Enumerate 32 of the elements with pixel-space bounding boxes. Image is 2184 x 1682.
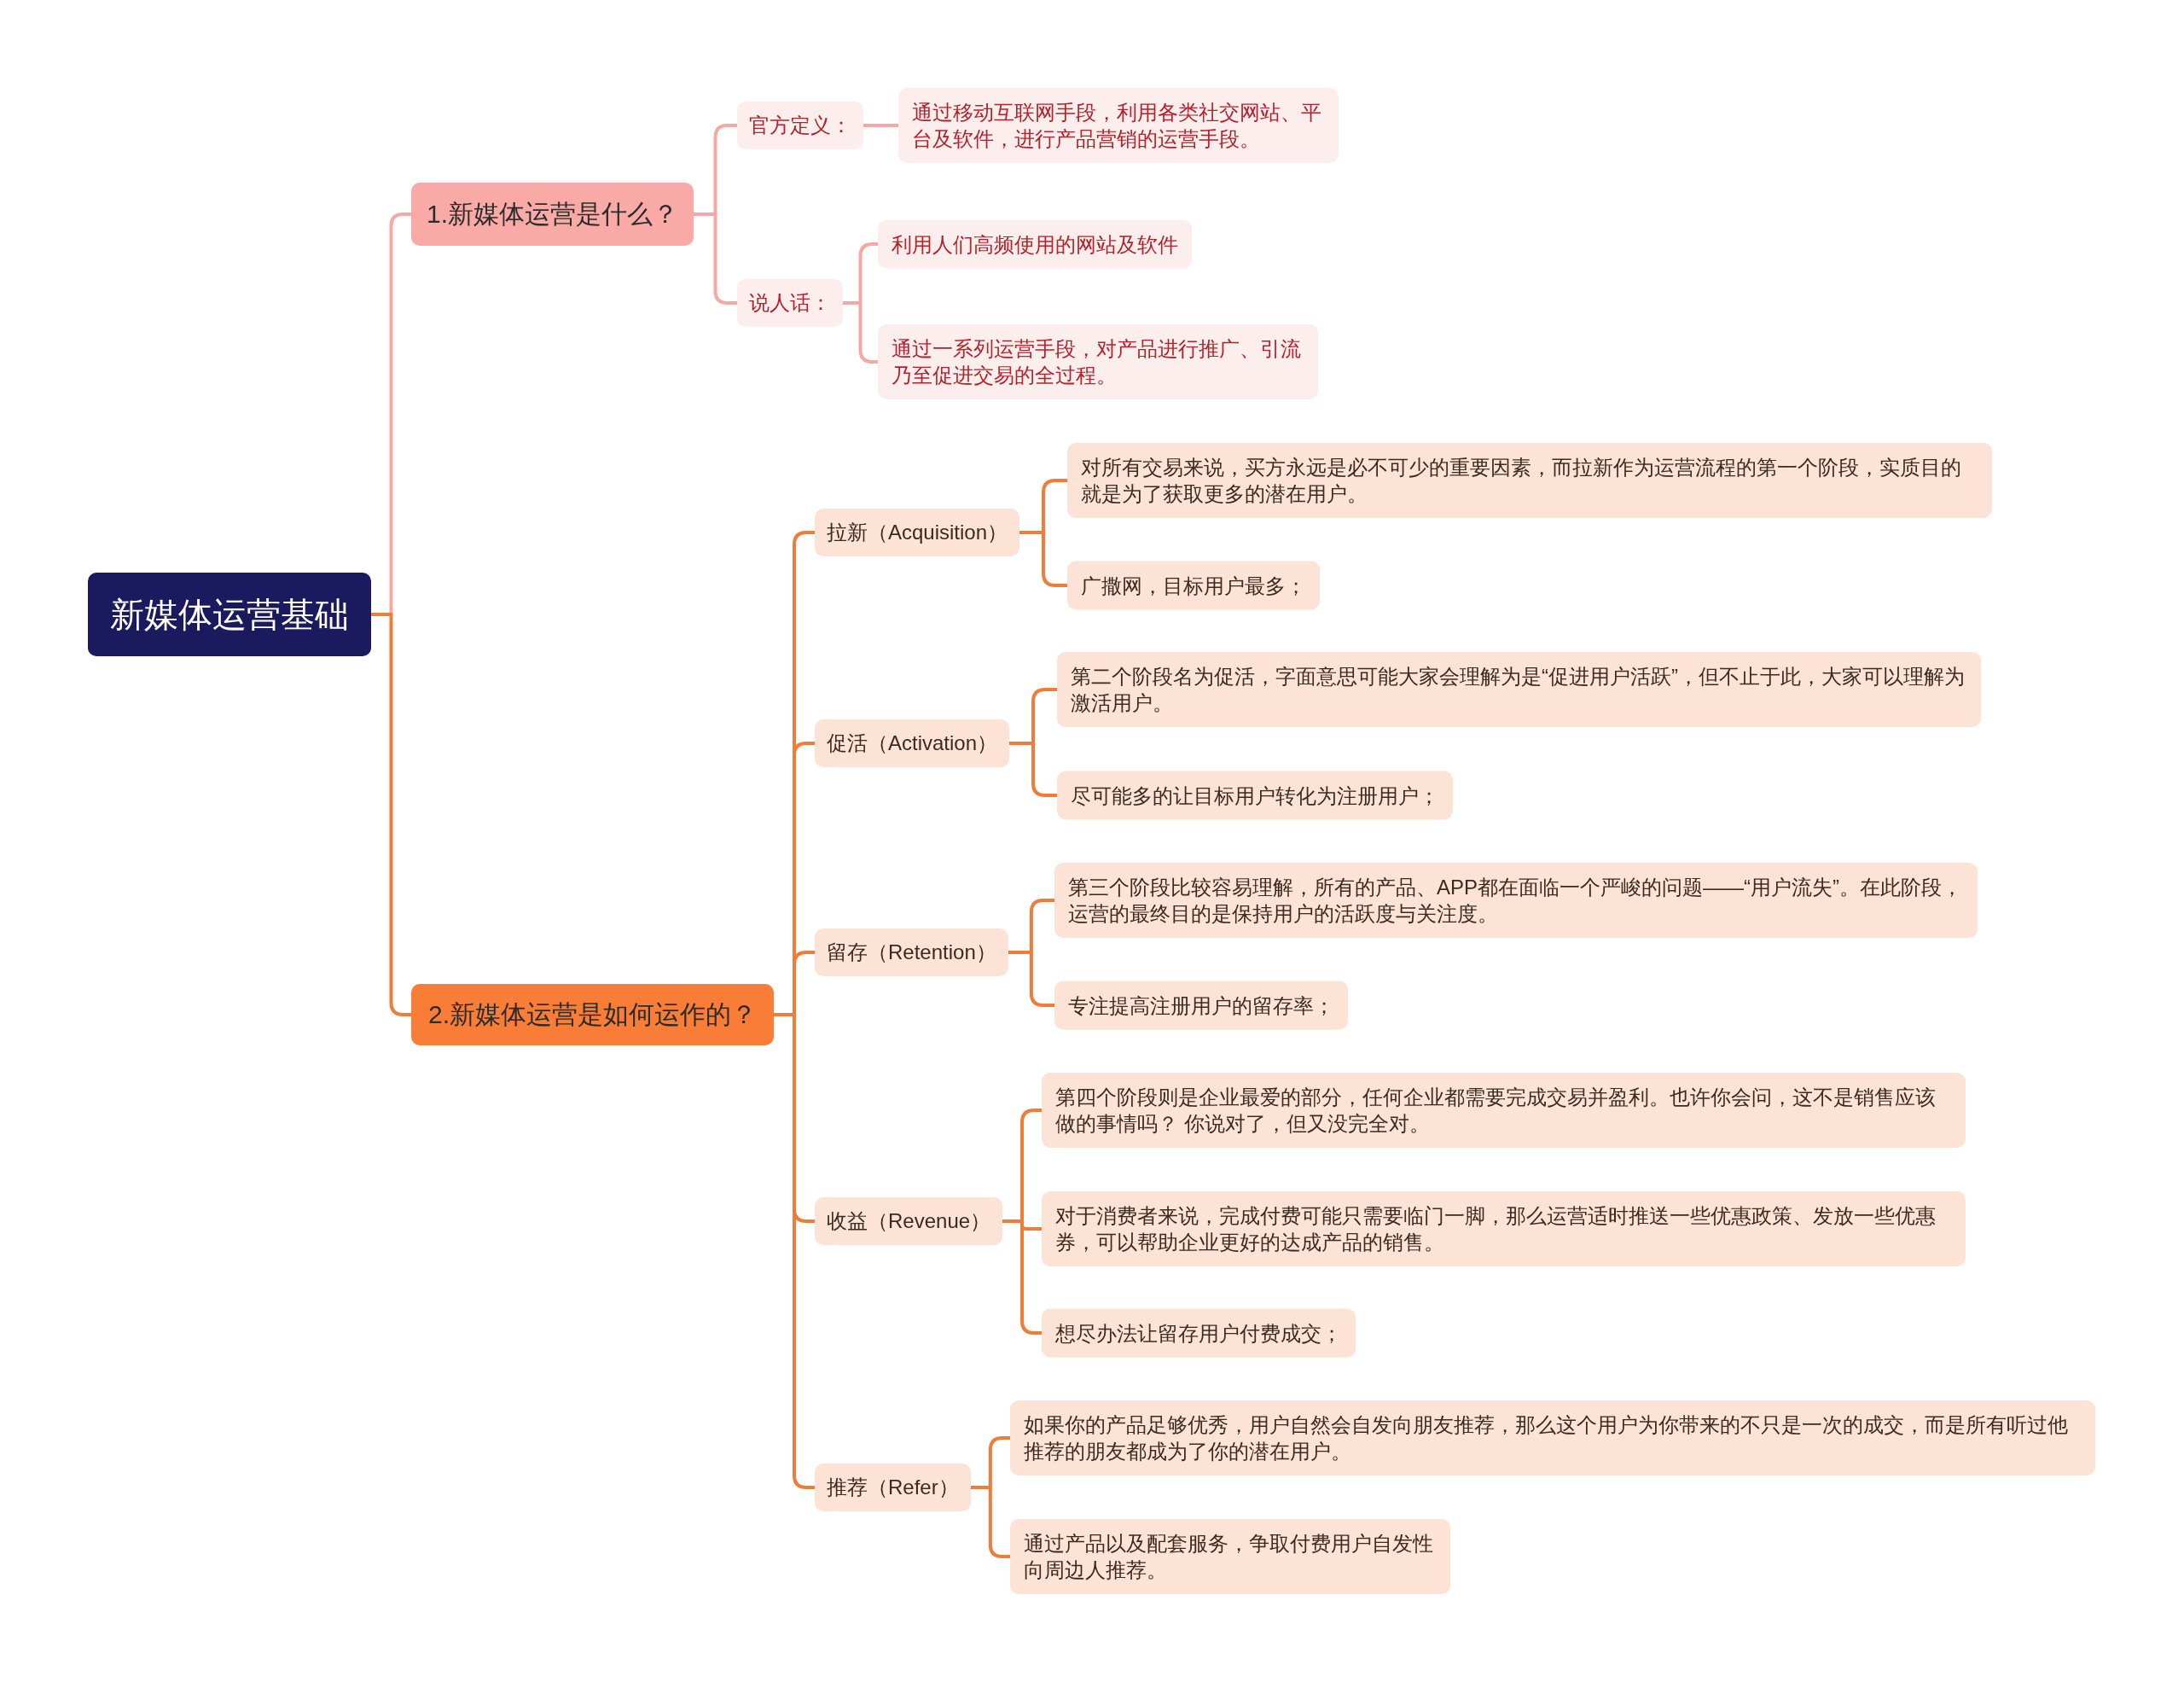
subtopic: 说人话：: [737, 279, 843, 327]
subtopic: 推荐（Refer）: [815, 1464, 971, 1511]
note-box: 通过一系列运营手段，对产品进行推广、引流乃至促进交易的全过程。: [878, 324, 1318, 399]
subtopic: 促活（Activation）: [815, 719, 1010, 767]
connector-line: [1009, 742, 1057, 797]
note-box: 通过移动互联网手段，利用各类社交网站、平台及软件，进行产品营销的运营手段。: [898, 88, 1339, 163]
connector-line: [863, 124, 898, 127]
note-box: 尽可能多的让目标用户转化为注册用户；: [1057, 771, 1453, 820]
connector-line: [843, 301, 878, 364]
main-topic: 1.新媒体运营是什么？: [411, 183, 694, 246]
subtopic: 拉新（Acquisition）: [815, 509, 1020, 556]
subtopic: 留存（Retention）: [815, 928, 1008, 976]
note-box: 第二个阶段名为促活，字面意思可能大家会理解为是“促进用户活跃”，但不止于此，大家可以理解为激活用户。: [1057, 652, 1981, 727]
note-box: 专注提高注册用户的留存率；: [1054, 981, 1348, 1030]
central-topic: 新媒体运营基础: [88, 573, 371, 656]
main-topic: 2.新媒体运营是如何运作的？: [411, 984, 775, 1045]
note-box: 利用人们高频使用的网站及软件: [878, 219, 1192, 269]
connector-line: [1008, 951, 1054, 1007]
connector-line: [694, 212, 737, 305]
subtopic: 收益（Revenue）: [815, 1197, 1003, 1245]
note-box: 第四个阶段则是企业最爱的部分，任何企业都需要完成交易并盈利。也许你会问，这不是销售应该做的事情吗？ 你说对了，但又没完全对。: [1042, 1073, 1966, 1148]
note-box: 对于消费者来说，完成付费可能只需要临门一脚，那么运营适时推送一些优惠政策、发放一些优惠券，可以帮助企业更好的达成产品的销售。: [1042, 1191, 1966, 1266]
note-box: 广撒网，目标用户最多；: [1067, 561, 1320, 610]
note-box: 对所有交易来说，买方永远是必不可少的重要因素，而拉新作为运营流程的第一个阶段，实质目的就是为了获取更多的潜在用户。: [1067, 443, 1992, 518]
connector-line: [371, 613, 411, 1016]
note-box: 想尽办法让留存用户付费成交；: [1042, 1308, 1356, 1358]
connector-line: [1019, 531, 1067, 587]
note-box: 通过产品以及配套服务，争取付费用户自发性向周边人推荐。: [1010, 1519, 1450, 1594]
connector-line: [970, 1486, 1010, 1558]
note-box: 第三个阶段比较容易理解，所有的产品、APP都在面临一个严峻的问题——“用户流失”。在此阶段，运营的最终目的是保持用户的活跃度与关注度。: [1054, 863, 1978, 938]
subtopic: 官方定义：: [737, 102, 863, 149]
note-box: 如果你的产品足够优秀，用户自然会自发向朋友推荐，那么这个用户为你带来的不只是一次的成交，而是所有听过他推荐的朋友都成为了你的潜在用户。: [1010, 1400, 2095, 1475]
